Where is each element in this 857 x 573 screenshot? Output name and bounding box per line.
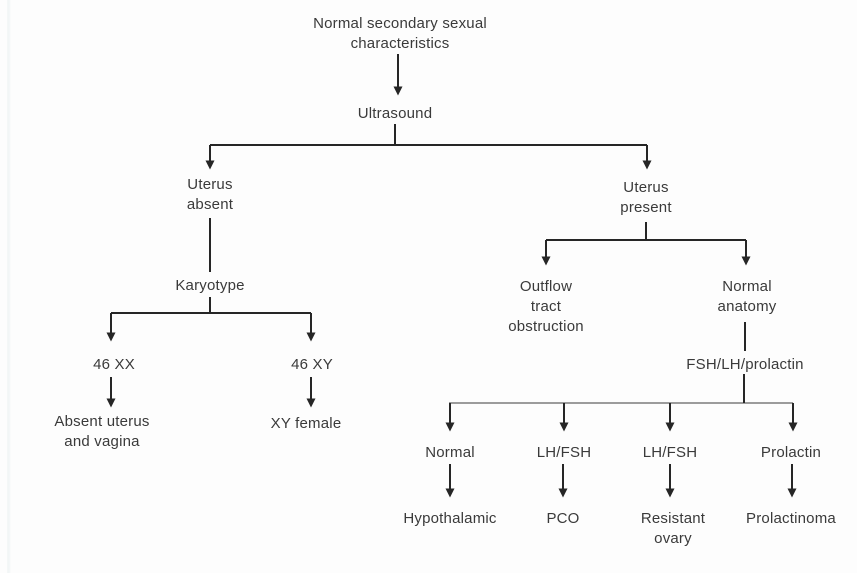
node-prolactinoma: Prolactinoma: [746, 510, 836, 527]
node-46-xy: 46 XY: [291, 356, 333, 373]
node-resistant-ovary: Resistant ovary: [640, 510, 706, 547]
node-absent-uterus-and-vagina: Absent uterus and vagina: [54, 413, 150, 450]
scan-edge-artifact: [7, 0, 11, 573]
node-46-xx: 46 XX: [93, 356, 135, 373]
node-fsh-lh-prolactin: FSH/LH/prolactin: [686, 356, 804, 373]
node-normal-anatomy: Normal anatomy: [717, 278, 777, 315]
node-outflow-tract-obstruction: Outflow tract obstruction: [508, 278, 584, 335]
node-hypothalamic: Hypothalamic: [403, 510, 497, 527]
node-lh-fsh-2: LH/FSH: [642, 444, 698, 461]
node-pco: PCO: [546, 510, 580, 527]
node-prolactin: Prolactin: [760, 444, 822, 461]
node-xy-female: XY female: [270, 415, 342, 432]
node-lh-fsh-1: LH/FSH: [536, 444, 592, 461]
node-ultrasound: Ultrasound: [357, 105, 433, 122]
node-normal-result: Normal: [425, 444, 475, 461]
node-uterus-present: Uterus present: [620, 179, 672, 216]
node-karyotype: Karyotype: [175, 277, 245, 294]
node-uterus-absent: Uterus absent: [186, 176, 234, 213]
node-normal-secondary-sexual-characteristics: Normal secondary sexual characteristics: [313, 15, 487, 52]
